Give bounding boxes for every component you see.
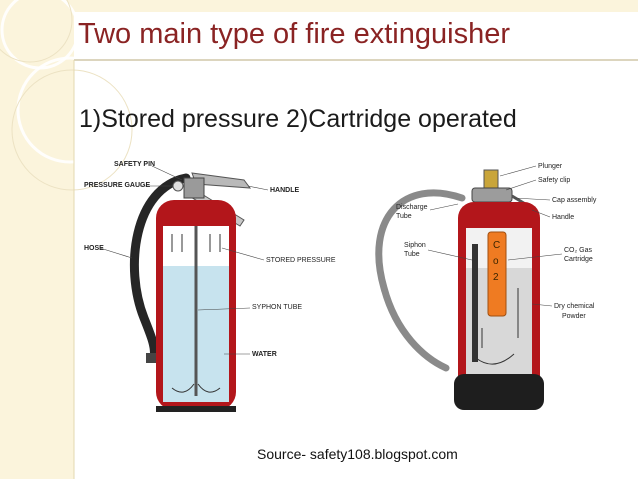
label-handle-2: Handle (552, 214, 574, 221)
leader-line (507, 253, 563, 261)
leader-line (427, 249, 473, 261)
pressure-arrows (171, 234, 221, 252)
label-dry-powder: Powder (562, 313, 586, 320)
valve-head (183, 177, 205, 199)
plunger-graphic (483, 169, 499, 191)
left-cream-band (0, 0, 74, 479)
flow-arrow-2 (475, 353, 515, 365)
leader-line (221, 247, 265, 261)
label-co2-cartridge: Cartridge (564, 256, 593, 263)
cylinder-base-2 (454, 374, 544, 410)
label-syphon-tube: SYPHON TUBE (252, 304, 302, 311)
leader-line (531, 303, 553, 307)
top-cream-band (0, 0, 638, 12)
cap-assembly-graphic (471, 187, 513, 203)
cartridge-letter: C (493, 240, 500, 251)
leader-line (429, 203, 459, 211)
cylinder-base (156, 406, 236, 412)
leader-line (505, 179, 537, 191)
page-title: Two main type of fire extinguisher (78, 18, 510, 50)
label-hose: HOSE (84, 245, 104, 252)
decor-circle (16, 56, 124, 164)
discharge-hose-graphic (375, 189, 466, 372)
label-discharge-tube: Tube (396, 213, 412, 220)
label-water: WATER (252, 351, 277, 358)
hose-graphic (129, 173, 191, 363)
cartridge-operated-extinguisher: C o 2 Plunger Safety clip Cap assembly H… (375, 163, 597, 410)
label-co2-cartridge: CO₂ Gas (564, 247, 593, 254)
leader-line (531, 209, 551, 218)
leader-line (99, 247, 133, 259)
label-siphon-tube: Tube (404, 251, 420, 258)
page-subtitle: 1)Stored pressure 2)Cartridge operated (79, 105, 517, 133)
cartridge-letter: o (493, 256, 499, 267)
decor-circle-outline (11, 69, 133, 191)
label-safety-clip: Safety clip (538, 177, 570, 184)
label-plunger: Plunger (538, 163, 563, 170)
leader-line (513, 197, 551, 201)
cartridge-letter: 2 (493, 272, 499, 283)
extinguisher-diagrams: SAFETY PIN PRESSURE GAUGE HANDLE HOSE ST… (84, 161, 597, 412)
decor-circle-outline (0, 0, 73, 63)
hose-nozzle (146, 353, 160, 363)
label-pressure-gauge: PRESSURE GAUGE (84, 182, 150, 189)
label-safety-pin: SAFETY PIN (114, 161, 155, 168)
label-siphon-tube: Siphon (404, 242, 426, 249)
label-discharge-tube: Discharge (396, 204, 428, 211)
leader-line (197, 307, 251, 311)
flow-arrow (171, 383, 195, 393)
gas-flow-arrows (481, 288, 519, 348)
label-dry-powder: Dry chemical (554, 303, 595, 310)
flow-arrow (197, 383, 221, 393)
leader-line (499, 165, 537, 177)
leader-line (247, 185, 269, 191)
label-cap-assembly: Cap assembly (552, 197, 597, 204)
co2-cartridge-graphic (487, 231, 507, 317)
leader-line (151, 165, 183, 181)
label-handle: HANDLE (270, 187, 299, 194)
siphon-tube-graphic (472, 244, 478, 362)
stored-pressure-extinguisher: SAFETY PIN PRESSURE GAUGE HANDLE HOSE ST… (84, 161, 336, 412)
label-stored-pressure: STORED PRESSURE (266, 257, 336, 264)
pressure-gauge-graphic (172, 180, 184, 192)
source-caption: Source- safety108.blogspot.com (257, 446, 458, 462)
